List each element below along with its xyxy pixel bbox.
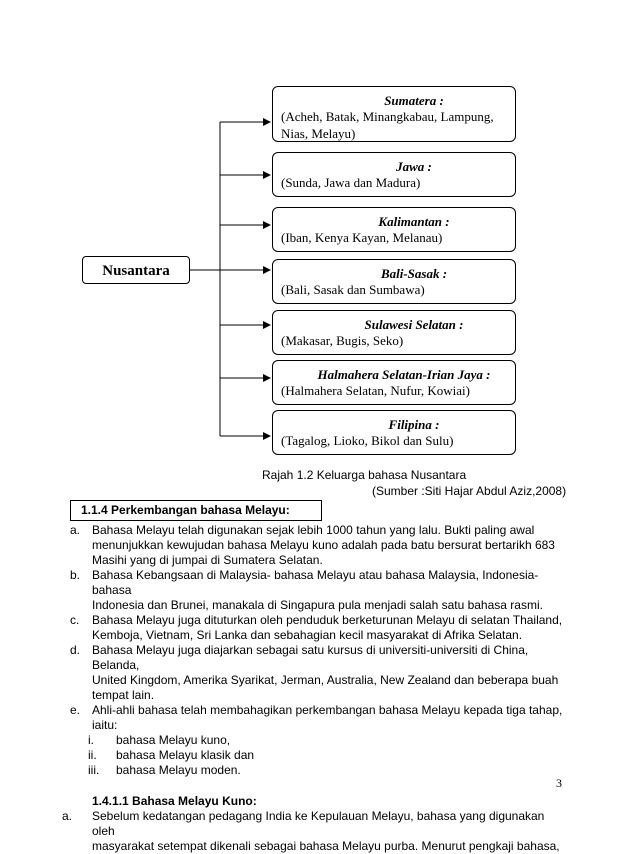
roman-item: iii. bahasa Melayu moden. [70,763,570,778]
item-line: Kemboja, Vietnam, Sri Lanka dan sebahagi… [92,628,523,642]
item-line: Ahli-ahli bahasa telah membahagikan perk… [92,703,563,717]
node-sulawesi-selatan: Sulawesi Selatan : (Makasar, Bugis, Seko… [272,310,516,355]
node-title: Halmahera Selatan-Irian Jaya : [317,367,491,382]
node-desc: Nias, Melayu) [281,126,356,141]
language-family-diagram: Nusantara Sumatera : (Acheh, Batak, Mina… [82,86,516,455]
node-title: Sumatera : [384,93,444,108]
root-node-nusantara: Nusantara [82,256,190,284]
roman-label: iii. [88,763,100,777]
roman-label: i. [88,733,94,747]
node-title: Jawa : [396,159,432,174]
item-line: iaitu: [92,718,118,732]
section-heading: 1.1.4 Perkembangan bahasa Melayu: [70,500,322,521]
list-item: c. Bahasa Melayu juga dituturkan oleh pe… [70,613,570,643]
roman-text: bahasa Melayu kuno, [116,733,231,747]
list-item: a. Sebelum kedatangan pedagang India ke … [62,809,570,854]
item-label: c. [70,613,80,627]
diagram-connectors [190,118,271,440]
roman-text: bahasa Melayu moden. [116,763,241,777]
node-halmahera: Halmahera Selatan-Irian Jaya : (Halmaher… [272,360,516,405]
node-bali-sasak: Bali-Sasak : (Bali, Sasak dan Sumbawa) [272,259,516,304]
item-line: Bahasa Melayu juga diajarkan sebagai sat… [92,643,529,672]
node-desc: (Sunda, Jawa dan Madura) [281,175,421,190]
node-filipina: Filipina : (Tagalog, Lioko, Bikol dan Su… [272,410,516,455]
node-title: Sulawesi Selatan : [364,317,464,332]
node-desc: (Tagalog, Lioko, Bikol dan Sulu) [281,433,454,448]
list-item: d. Bahasa Melayu juga diajarkan sebagai … [70,643,570,703]
node-jawa: Jawa : (Sunda, Jawa dan Madura) [272,152,516,197]
node-desc: (Makasar, Bugis, Seko) [281,333,404,348]
list-item: a. Bahasa Melayu telah digunakan sejak l… [70,523,570,568]
item-label: a. [70,523,81,537]
page-number: 3 [556,776,562,790]
list-item: b. Bahasa Kebangsaan di Malaysia- bahasa… [70,568,570,613]
item-line: tempat lain. [92,688,155,702]
roman-label: ii. [88,748,97,762]
section-body: a. Bahasa Melayu telah digunakan sejak l… [62,523,570,854]
node-desc: (Iban, Kenya Kayan, Melanau) [281,230,443,245]
item-label: b. [70,568,81,582]
figure-caption: Rajah 1.2 Keluarga bahasa Nusantara [262,468,467,482]
node-kalimantan: Kalimantan : (Iban, Kenya Kayan, Melanau… [272,207,516,252]
item-label: a. [62,809,73,823]
roman-item: i. bahasa Melayu kuno, [70,733,570,748]
node-sumatera: Sumatera : (Acheh, Batak, Minangkabau, L… [272,86,516,142]
roman-item: ii. bahasa Melayu klasik dan [70,748,570,763]
item-label: e. [70,703,81,717]
node-desc: (Halmahera Selatan, Nufur, Kowiai) [281,383,470,398]
item-label: d. [70,643,81,657]
item-line: masyarakat setempat dikenali sebagai bah… [92,839,560,853]
node-title: Bali-Sasak : [380,266,448,281]
node-desc: (Acheh, Batak, Minangkabau, Lampung, [281,109,494,124]
node-desc: (Bali, Sasak dan Sumbawa) [281,282,425,297]
node-title: Filipina : [388,417,440,432]
item-line: Bahasa Melayu telah digunakan sejak lebi… [92,523,535,537]
item-line: menunjukkan kewujudan bahasa Melayu kuno… [92,538,555,552]
node-title: Kalimantan : [378,214,450,229]
figure-source: (Sumber :Siti Hajar Abdul Aziz,2008) [372,484,567,498]
item-line: Bahasa Kebangsaan di Malaysia- bahasa Me… [92,568,539,597]
item-line: Masihi yang di jumpai di Sumatera Selata… [92,553,323,567]
roman-text: bahasa Melayu klasik dan [116,748,255,762]
list-item: e. Ahli-ahli bahasa telah membahagikan p… [70,703,570,733]
item-line: Sebelum kedatangan pedagang India ke Kep… [92,809,545,838]
item-line: Indonesia dan Brunei, manakala di Singap… [92,598,543,612]
subsection-heading: 1.4.1.1 Bahasa Melayu Kuno: [92,794,257,808]
item-line: United Kingdom, Amerika Syarikat, Jerman… [92,673,559,687]
item-line: Bahasa Melayu juga dituturkan oleh pendu… [92,613,563,627]
